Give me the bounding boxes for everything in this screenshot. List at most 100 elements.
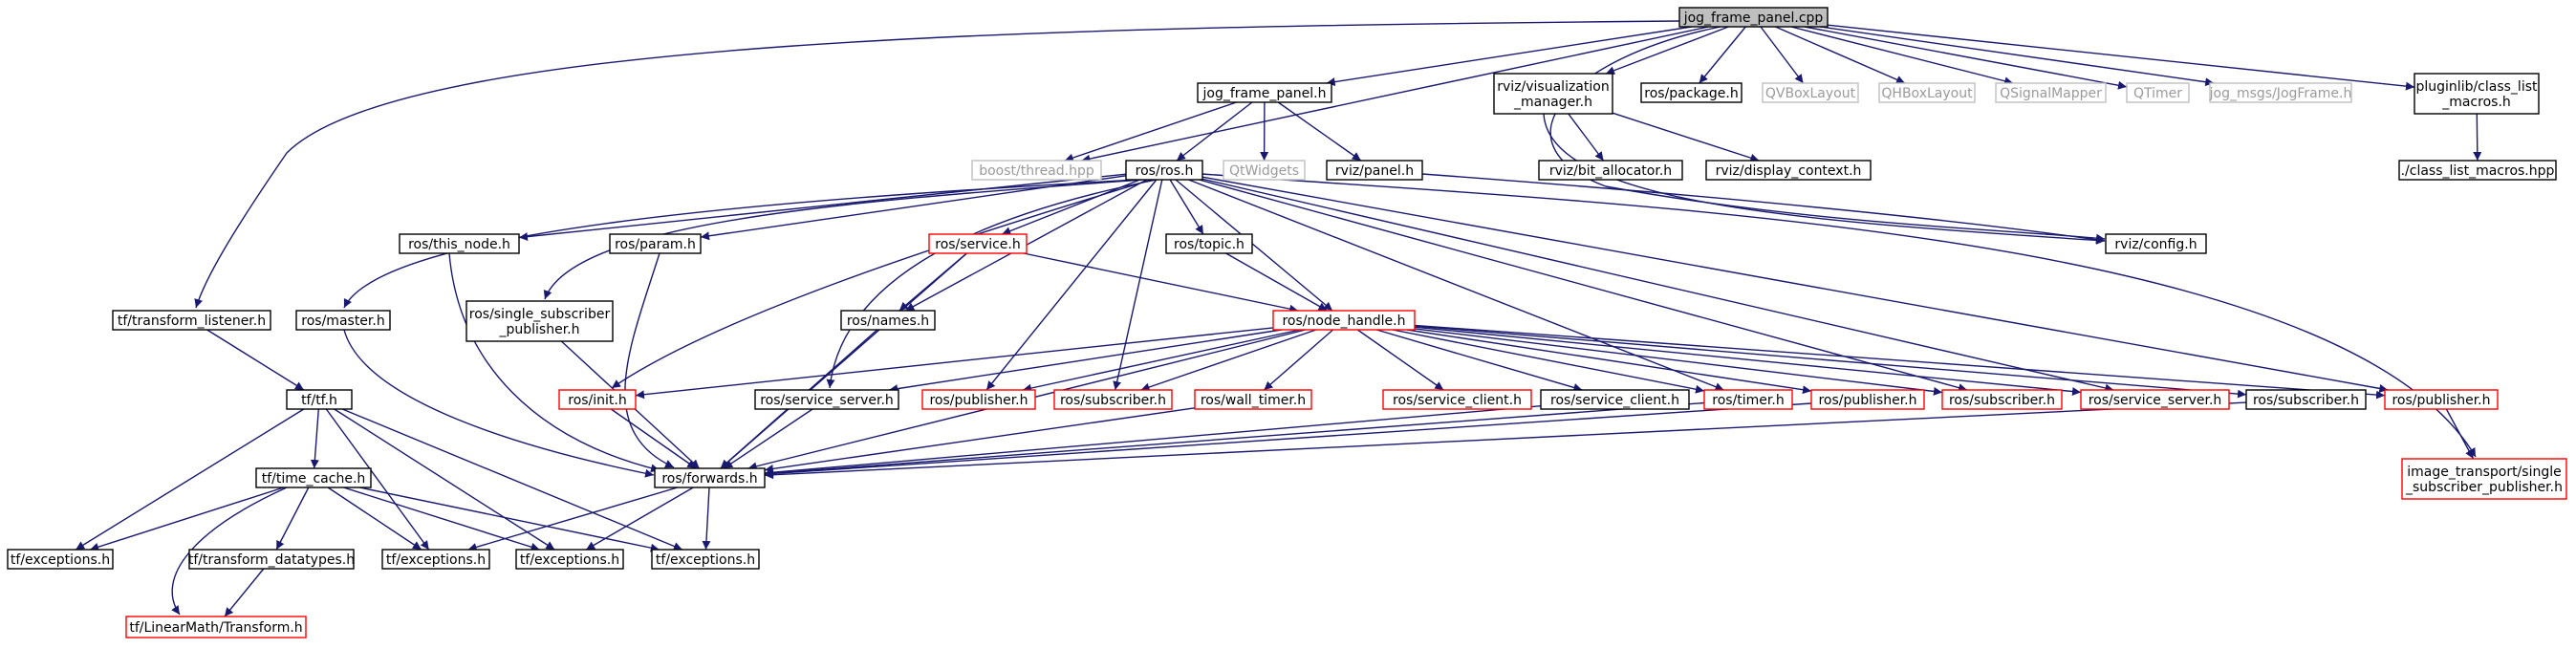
node-tf-linearmath-transform-h[interactable]: tf/LinearMath/Transform.h bbox=[125, 616, 307, 638]
node-ros-timer-h[interactable]: ros/timer.h bbox=[1703, 389, 1793, 410]
node-label: ros/this_node.h bbox=[408, 237, 510, 252]
node-pluginlib-class-list-macros-h[interactable]: pluginlib/class_list_macros.h bbox=[2414, 73, 2540, 115]
node-ros-subscriber-h-3[interactable]: ros/subscriber.h bbox=[2245, 389, 2367, 410]
node-label: ros/param.h bbox=[615, 237, 696, 252]
edge-ros_node_handle_h-to-ros_service_server_h_2 bbox=[1414, 326, 2082, 397]
node-tf-exceptions-h-4[interactable]: tf/exceptions.h bbox=[651, 549, 760, 570]
node-label: ros/node_handle.h bbox=[1282, 314, 1405, 329]
node-jog-msgs-jogframe-h[interactable]: jog_msgs/JogFrame.h bbox=[2209, 82, 2352, 103]
node-ros-this-node-h[interactable]: ros/this_node.h bbox=[399, 233, 520, 254]
node-boost-thread-hpp[interactable]: boost/thread.hpp bbox=[971, 160, 1102, 181]
edge-jog_frame_panel_cpp-to-pluginlib_class_list_macros_h bbox=[1827, 24, 2415, 91]
node-ros-ros-h[interactable]: ros/ros.h bbox=[1125, 160, 1203, 181]
node-class-list-macros-hpp[interactable]: ./class_list_macros.hpp bbox=[2398, 160, 2557, 181]
node-ros-package-h[interactable]: ros/package.h bbox=[1640, 82, 1743, 103]
node-ros-service-h[interactable]: ros/service.h bbox=[928, 233, 1028, 254]
node-rviz-visualization-manager-h[interactable]: rviz/visualization_manager.h bbox=[1493, 73, 1613, 115]
edge-jog_frame_panel_cpp-to-tf_transform_listener_h bbox=[194, 20, 1680, 309]
node-label: rviz/display_context.h bbox=[1716, 163, 1862, 179]
node-box bbox=[2209, 82, 2352, 103]
node-ros-publisher-h-1[interactable]: ros/publisher.h bbox=[921, 389, 1036, 410]
node-ros-single-subscriber-publisher-h[interactable]: ros/single_subscriber_publisher.h bbox=[465, 300, 614, 342]
node-tf-exceptions-h-3[interactable]: tf/exceptions.h bbox=[515, 549, 624, 570]
edge-tf_time_cache_h-to-tf_exceptions_h_2 bbox=[327, 487, 422, 551]
node-label: _publisher.h bbox=[499, 322, 580, 337]
node-jog-frame-panel-h[interactable]: jog_frame_panel.h bbox=[1197, 82, 1332, 103]
node-ros-forwards-h[interactable]: ros/forwards.h bbox=[654, 467, 766, 488]
node-rviz-display-context-h[interactable]: rviz/display_context.h bbox=[1705, 160, 1872, 181]
node-rviz-bit-allocator-h[interactable]: rviz/bit_allocator.h bbox=[1538, 160, 1683, 181]
node-tf-exceptions-h-2[interactable]: tf/exceptions.h bbox=[381, 549, 490, 570]
node-box bbox=[921, 389, 1036, 410]
node-box bbox=[1165, 233, 1253, 254]
edge-ros_ros_h-to-ros_node_handle_h bbox=[1175, 179, 1333, 312]
edge-pluginlib_class_list_macros_h-to-class_list_macros_hpp bbox=[2473, 113, 2482, 162]
node-label: ros/timer.h bbox=[1712, 393, 1784, 408]
node-label: QTimer bbox=[2133, 86, 2182, 101]
edge-jog_frame_panel_cpp-to-boost_thread_hpp bbox=[1081, 26, 1709, 163]
node-box bbox=[2401, 458, 2567, 500]
edge-ros_publisher_h_2-to-ros_forwards_h bbox=[764, 402, 1812, 478]
node-ros-node-handle-h[interactable]: ros/node_handle.h bbox=[1272, 310, 1416, 331]
node-ros-master-h[interactable]: ros/master.h bbox=[295, 310, 391, 331]
node-ros-publisher-h-3[interactable]: ros/publisher.h bbox=[2384, 389, 2499, 410]
node-label: ros/subscriber.h bbox=[1949, 393, 2055, 408]
node-tf-transform-datatypes-h[interactable]: tf/transform_datatypes.h bbox=[188, 549, 355, 570]
node-box bbox=[1703, 389, 1793, 410]
edge-jog_frame_panel_cpp-to-rviz_visualization_manager_h bbox=[1605, 26, 1729, 75]
edge-ros_node_handle_h-to-ros_wall_timer_h bbox=[1263, 329, 1334, 391]
node-qhboxlayout[interactable]: QHBoxLayout bbox=[1878, 82, 1976, 103]
node-qvboxlayout[interactable]: QVBoxLayout bbox=[1762, 82, 1859, 103]
node-rviz-panel-h[interactable]: rviz/panel.h bbox=[1326, 160, 1423, 181]
node-qsignalmapper[interactable]: QSignalMapper bbox=[1995, 82, 2107, 103]
edge-jog_frame_panel_h-to-rviz_panel_h bbox=[1277, 101, 1362, 162]
node-box bbox=[1678, 7, 1829, 28]
edge-ros_ros_h-to-ros_master_h bbox=[343, 179, 1138, 309]
edge-ros_ros_h-to-ros_publisher_h_1 bbox=[985, 179, 1158, 391]
node-ros-topic-h[interactable]: ros/topic.h bbox=[1165, 233, 1253, 254]
node-label: rviz/config.h bbox=[2114, 237, 2197, 252]
edge-jog_frame_panel_h-to-ros_ros_h bbox=[1176, 101, 1253, 162]
node-box bbox=[1995, 82, 2107, 103]
node-tf-exceptions-h-1[interactable]: tf/exceptions.h bbox=[7, 549, 114, 570]
node-qtimer[interactable]: QTimer bbox=[2126, 82, 2190, 103]
node-label: ./class_list_macros.hpp bbox=[2401, 163, 2555, 179]
node-qtwidgets[interactable]: QtWidgets bbox=[1223, 160, 1306, 181]
node-box bbox=[1540, 389, 1690, 410]
edge-ros_service_h-to-ros_node_handle_h bbox=[1023, 252, 1299, 314]
edge-tf_tf_h-to-tf_exceptions_h_3 bbox=[334, 408, 555, 551]
node-box bbox=[1382, 389, 1532, 410]
node-label: ros/names.h bbox=[847, 314, 929, 329]
node-ros-subscriber-h-2[interactable]: ros/subscriber.h bbox=[1941, 389, 2063, 410]
node-label: boost/thread.hpp bbox=[979, 163, 1094, 179]
edge-ros_ros_h-to-ros_publisher_h_3 bbox=[1201, 176, 2389, 393]
node-ros-param-h[interactable]: ros/param.h bbox=[609, 233, 702, 254]
node-rviz-config-h[interactable]: rviz/config.h bbox=[2105, 233, 2207, 254]
node-image-transport-single-subscriber-publisher-h[interactable]: image_transport/single_subscriber_publis… bbox=[2401, 458, 2567, 500]
edge-tf_tf_h-to-tf_time_cache_h bbox=[310, 408, 319, 469]
node-box bbox=[1194, 389, 1312, 410]
node-ros-service-server-h-2[interactable]: ros/service_server.h bbox=[2080, 389, 2230, 410]
node-ros-service-client-h-2[interactable]: ros/service_client.h bbox=[1540, 389, 1690, 410]
node-jog-frame-panel-cpp[interactable]: jog_frame_panel.cpp bbox=[1678, 7, 1829, 28]
node-ros-publisher-h-2[interactable]: ros/publisher.h bbox=[1810, 389, 1925, 410]
node-ros-service-client-h-1[interactable]: ros/service_client.h bbox=[1382, 389, 1532, 410]
node-box bbox=[2126, 82, 2190, 103]
node-ros-subscriber-h-1[interactable]: ros/subscriber.h bbox=[1053, 389, 1173, 410]
node-label: QHBoxLayout bbox=[1881, 86, 1973, 101]
edge-ros_ros_h-to-ros_service_server_h_1 bbox=[826, 179, 1158, 389]
node-ros-wall-timer-h[interactable]: ros/wall_timer.h bbox=[1194, 389, 1312, 410]
edge-ros_node_handle_h-to-ros_service_client_h_2 bbox=[1376, 329, 1583, 392]
node-tf-tf-h[interactable]: tf/tf.h bbox=[286, 389, 353, 410]
edge-ros_node_handle_h-to-ros_publisher_h_1 bbox=[1022, 329, 1301, 393]
edge-tf_tf_h-to-tf_exceptions_h_2 bbox=[325, 408, 430, 551]
node-box bbox=[1640, 82, 1743, 103]
node-ros-service-server-h-1[interactable]: ros/service_server.h bbox=[754, 389, 899, 410]
edge-ros_node_handle_h-to-ros_subscriber_h_2 bbox=[1414, 328, 1943, 396]
node-ros-names-h[interactable]: ros/names.h bbox=[840, 310, 936, 331]
node-tf-transform-listener-h[interactable]: tf/transform_listener.h bbox=[112, 310, 271, 331]
node-tf-time-cache-h[interactable]: tf/time_cache.h bbox=[255, 467, 372, 488]
node-ros-init-h[interactable]: ros/init.h bbox=[558, 389, 637, 410]
edge-tf_time_cache_h-to-tf_exceptions_h_3 bbox=[343, 487, 540, 552]
edge-ros_node_handle_h-to-ros_service_server_h_1 bbox=[889, 329, 1282, 394]
